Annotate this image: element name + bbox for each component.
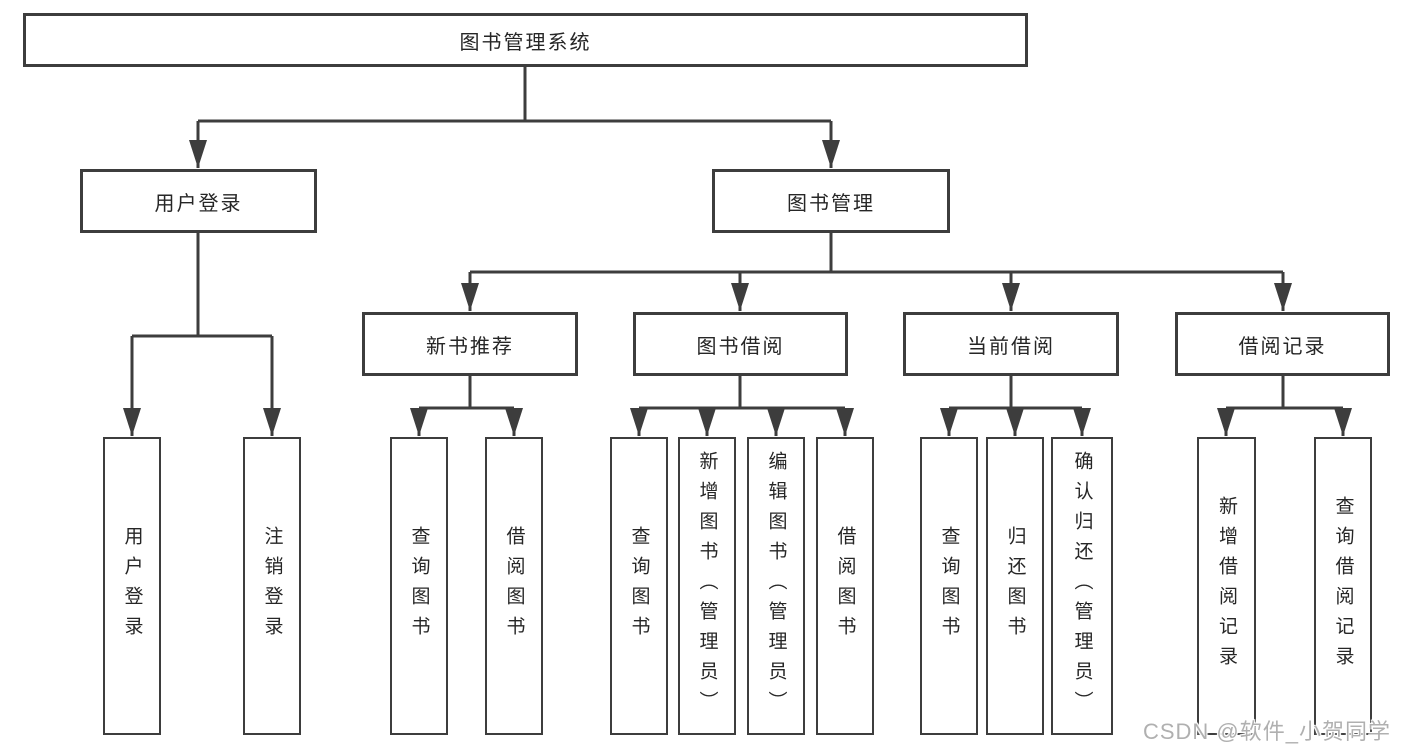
csdn-watermark: CSDN @软件_小贺同学 [1142, 719, 1391, 744]
connector-trunk-paths [132, 66, 1343, 410]
node-book-management: 图书管理 [712, 169, 950, 233]
leaf-current-confirm-return-admin-label: 确认归还（管理员） [1071, 451, 1093, 721]
leaf-borrow-add-books-admin-label: 新增图书（管理员） [696, 451, 718, 721]
node-current-borrow: 当前借阅 [903, 312, 1119, 376]
leaf-logout-label: 注销登录 [261, 526, 283, 646]
leaf-current-query-books: 查询图书 [920, 437, 978, 735]
leaf-recommend-borrow-books-label: 借阅图书 [503, 526, 525, 646]
leaf-borrow-lend-books: 借阅图书 [816, 437, 874, 735]
leaf-user-login-label: 用户登录 [121, 526, 143, 646]
node-new-book-recommend: 新书推荐 [362, 312, 578, 376]
leaf-borrow-query-books: 查询图书 [610, 437, 668, 735]
leaf-borrow-edit-books-admin-label: 编辑图书（管理员） [765, 451, 787, 721]
leaf-recommend-query-books: 查询图书 [390, 437, 448, 735]
leaf-record-add: 新增借阅记录 [1197, 437, 1256, 735]
leaf-current-confirm-return-admin: 确认归还（管理员） [1051, 437, 1113, 735]
node-borrow-record: 借阅记录 [1175, 312, 1390, 376]
node-user-login: 用户登录 [80, 169, 317, 233]
leaf-record-add-label: 新增借阅记录 [1216, 496, 1237, 676]
node-root-system: 图书管理系统 [23, 13, 1028, 67]
leaf-record-query-label: 查询借阅记录 [1332, 496, 1354, 676]
node-book-borrow: 图书借阅 [633, 312, 848, 376]
connector-arrow-drops [123, 121, 1352, 436]
leaf-logout: 注销登录 [243, 437, 301, 735]
leaf-borrow-query-books-label: 查询图书 [628, 526, 650, 646]
leaf-current-return-books-label: 归还图书 [1004, 526, 1026, 646]
leaf-borrow-edit-books-admin: 编辑图书（管理员） [747, 437, 805, 735]
leaf-recommend-query-books-label: 查询图书 [408, 526, 430, 646]
leaf-borrow-add-books-admin: 新增图书（管理员） [678, 437, 736, 735]
leaf-record-query: 查询借阅记录 [1314, 437, 1372, 735]
leaf-current-return-books: 归还图书 [986, 437, 1044, 735]
leaf-recommend-borrow-books: 借阅图书 [485, 437, 543, 735]
leaf-borrow-lend-books-label: 借阅图书 [834, 526, 856, 646]
leaf-current-query-books-label: 查询图书 [938, 526, 960, 646]
leaf-user-login: 用户登录 [103, 437, 161, 735]
